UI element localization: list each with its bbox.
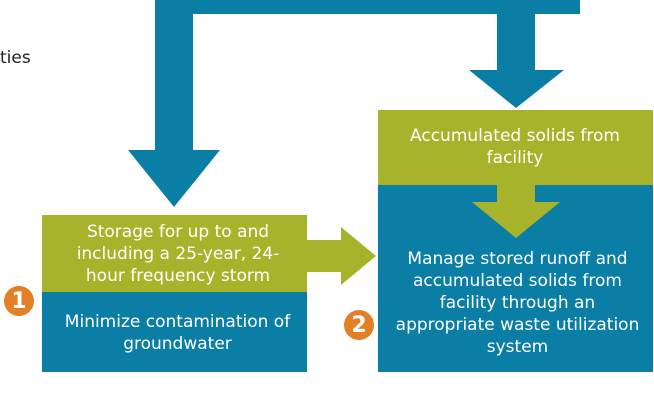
right-arrow-head	[341, 227, 376, 285]
left-down-arrow-head	[128, 150, 220, 207]
manage-box-text: Manage stored runoff and accumulated sol…	[395, 249, 640, 357]
groundwater-box-text: Minimize contamination of groundwater	[64, 312, 291, 354]
right-arrow-shaft	[305, 240, 343, 272]
partial-left-text: ties	[0, 48, 31, 68]
accumulated-box-bg	[378, 110, 653, 185]
step-one-badge: 1	[4, 286, 34, 316]
right-down-arrow-shaft	[497, 0, 535, 70]
storage-box-text: Storage for up to and including a 25-yea…	[76, 222, 280, 286]
top-flow-band	[174, 0, 580, 14]
groundwater-box-bg	[42, 292, 307, 372]
left-down-arrow-shaft	[155, 0, 193, 150]
storage-box-bg	[42, 215, 307, 292]
inner-down-arrow-head	[472, 202, 560, 238]
inner-down-arrow-shaft	[497, 185, 535, 203]
step-two-badge: 2	[344, 310, 374, 340]
accumulated-box-text: Accumulated solids from facility	[410, 126, 620, 168]
right-down-arrow-head	[469, 70, 564, 108]
